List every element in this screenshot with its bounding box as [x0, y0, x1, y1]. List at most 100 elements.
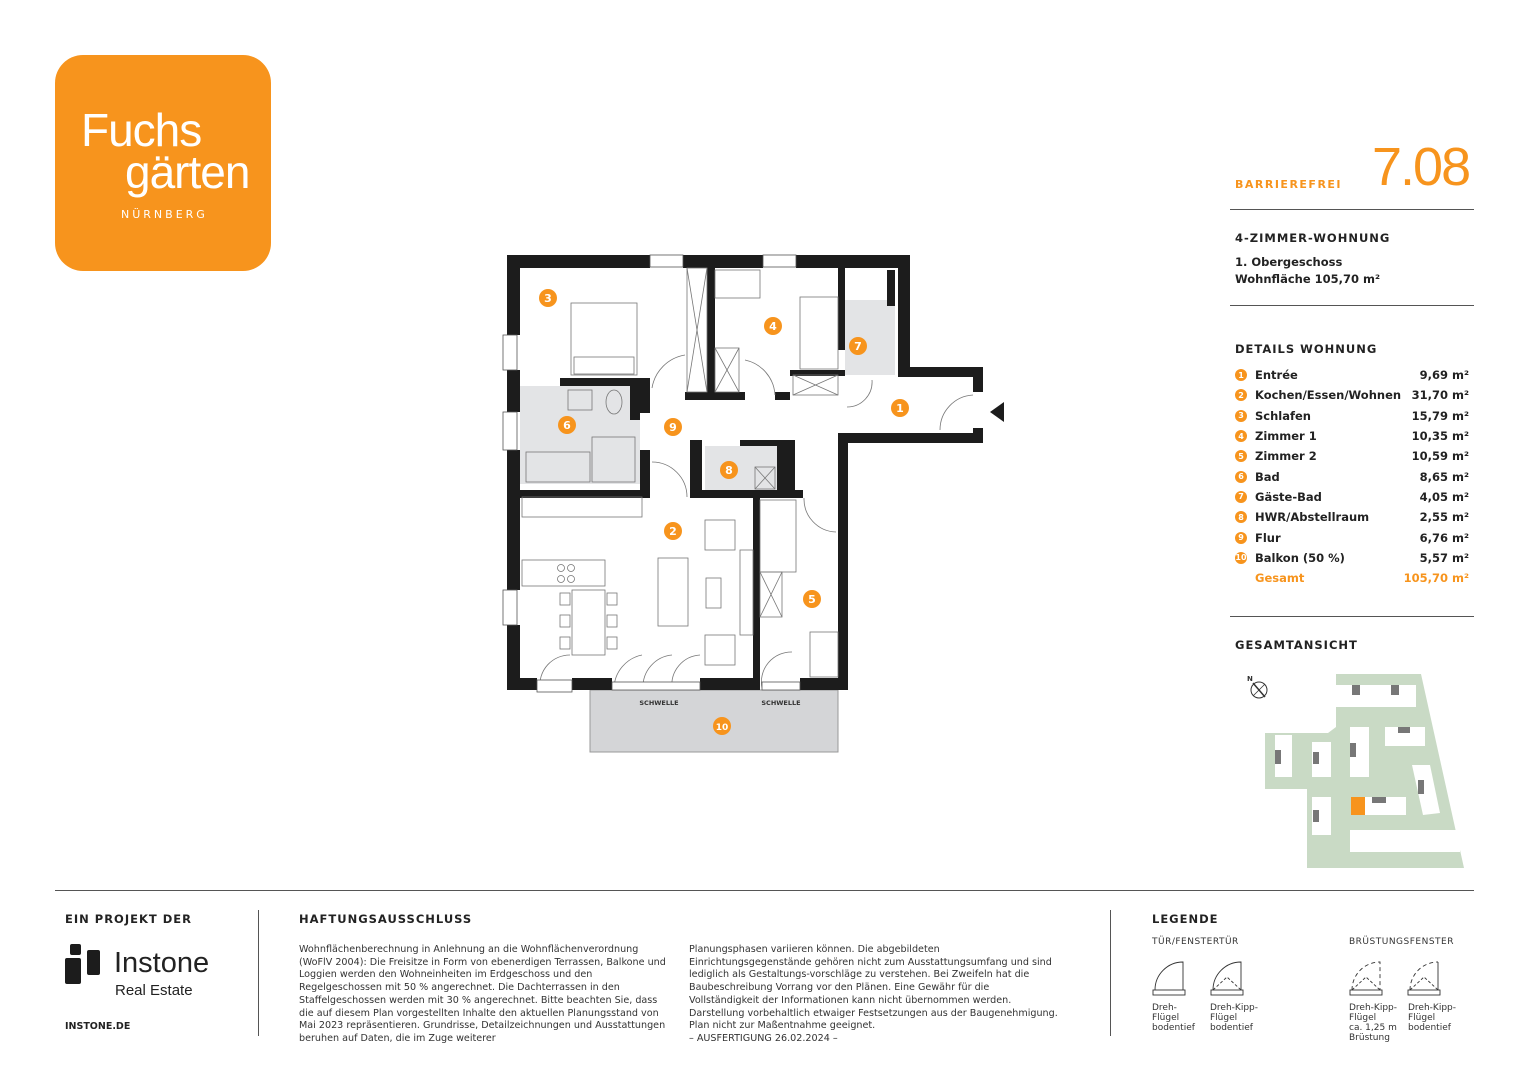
- room-list: 1 Entrée 9,69 m² 2 Kochen/Essen/Wohnen 3…: [1235, 365, 1469, 588]
- walls: [507, 255, 983, 690]
- room-row: 1 Entrée 9,69 m²: [1235, 365, 1469, 385]
- legend-line: bodentief: [1408, 1023, 1451, 1033]
- room-name: Bad: [1255, 469, 1280, 484]
- room-row: 5 Zimmer 2 10,59 m²: [1235, 446, 1469, 466]
- room-area: 8,65 m²: [1419, 469, 1469, 484]
- floor-label: 1. Obergeschoss: [1235, 255, 1343, 269]
- room-marker-number: 3: [544, 292, 552, 305]
- room-marker: 10: [713, 717, 731, 735]
- floor-plan: SCHWELLE SCHWELLE 1 2 3 4 5 6 7 8 9 10: [502, 254, 1004, 753]
- room-marker-number: 10: [716, 723, 729, 733]
- turn-tilt-door-icon: [1210, 961, 1244, 996]
- room-row: 9 Flur 6,76 m²: [1235, 527, 1469, 547]
- furniture: [521, 267, 974, 689]
- issue-date: – AUSFERTIGUNG 26.02.2024 –: [689, 1032, 838, 1044]
- divider: [1230, 305, 1474, 306]
- overview-title: GESAMTANSICHT: [1235, 638, 1358, 652]
- entrance-arrow-icon: [990, 402, 1004, 422]
- room-number-badge: 3: [1235, 409, 1247, 422]
- turn-door-icon: [1152, 961, 1186, 996]
- legend-line: Dreh-Kipp-: [1349, 1003, 1397, 1013]
- divider: [1230, 209, 1474, 210]
- room-area: 31,70 m²: [1411, 388, 1469, 403]
- website-link[interactable]: INSTONE.DE: [65, 1021, 131, 1032]
- disclaimer-col1: Wohnflächenberechnung in Anlehnung an di…: [299, 944, 666, 1044]
- legend-line: bodentief: [1210, 1023, 1253, 1033]
- disclaimer-col2: Planungsphasen variieren können. Die abg…: [689, 944, 1061, 1046]
- room-marker: 2: [664, 522, 682, 540]
- room-area: 5,57 m²: [1419, 550, 1469, 565]
- room-number-badge: 6: [1235, 470, 1247, 483]
- unit-highlight: [1351, 797, 1365, 815]
- room-marker-number: 7: [854, 340, 862, 353]
- company-sub: Real Estate: [115, 982, 193, 999]
- room-number-badge: 8: [1235, 511, 1247, 524]
- legend-item-label: Dreh-Kipp- Flügel ca. 1,25 m Brüstung: [1349, 1003, 1397, 1043]
- total-label: Gesamt: [1255, 571, 1305, 586]
- company-name: Instone: [114, 947, 210, 979]
- room-row: 10 Balkon (50 %) 5,57 m²: [1235, 548, 1469, 568]
- room-area: 10,35 m²: [1411, 429, 1469, 444]
- legend-line: Brüstung: [1349, 1033, 1390, 1043]
- room-marker: 1: [891, 399, 909, 417]
- legend-line: Dreh-Kipp-: [1210, 1003, 1258, 1013]
- room-marker-number: 6: [563, 419, 571, 432]
- room-area: 6,76 m²: [1419, 530, 1469, 545]
- total-row: Gesamt 105,70 m²: [1235, 568, 1469, 588]
- legend-line: Dreh-Kipp-: [1408, 1003, 1456, 1013]
- room-area: 2,55 m²: [1419, 510, 1469, 525]
- legend-line: Flügel: [1210, 1013, 1238, 1023]
- room-marker: 3: [539, 289, 557, 307]
- logo-line1: Fuchs: [81, 104, 202, 156]
- stair-cores: [1275, 685, 1424, 822]
- logo-city: NÜRNBERG: [121, 208, 208, 221]
- legend-symbols: [1152, 961, 1441, 996]
- room-row: 4 Zimmer 1 10,35 m²: [1235, 426, 1469, 446]
- room-number-badge: 7: [1235, 490, 1247, 503]
- legend-line: Flügel: [1152, 1013, 1180, 1023]
- threshold-label: SCHWELLE: [761, 699, 800, 707]
- legend-item-label: Dreh-Kipp- Flügel bodentief: [1210, 1003, 1258, 1033]
- room-name: Kochen/Essen/Wohnen: [1255, 388, 1402, 403]
- project-label: EIN PROJEKT DER: [65, 912, 192, 926]
- legend-group-windows: BRÜSTUNGSFENSTER: [1349, 937, 1454, 947]
- room-marker-number: 2: [669, 525, 677, 538]
- legend-line: Dreh-: [1152, 1003, 1177, 1013]
- legend-line: Flügel: [1349, 1013, 1377, 1023]
- room-row: 8 HWR/Abstellraum 2,55 m²: [1235, 507, 1469, 527]
- room-marker: 8: [720, 461, 738, 479]
- room-name: Zimmer 1: [1255, 429, 1317, 444]
- room-name: Zimmer 2: [1255, 449, 1317, 464]
- divider: [258, 910, 259, 1036]
- legend-line: bodentief: [1152, 1023, 1195, 1033]
- room-number-markers: 1 2 3 4 5 6 7 8 9 10: [539, 289, 909, 735]
- room-marker-number: 9: [669, 421, 677, 434]
- room-marker: 4: [764, 317, 782, 335]
- compass-icon: N: [1247, 675, 1268, 699]
- room-name: Flur: [1255, 530, 1281, 545]
- room-row: 3 Schlafen 15,79 m²: [1235, 406, 1469, 426]
- thresholds: [502, 254, 801, 693]
- threshold-label: SCHWELLE: [639, 699, 678, 707]
- logo-line2: gärten: [125, 146, 250, 198]
- room-area: 15,79 m²: [1411, 408, 1469, 423]
- room-row: 7 Gäste-Bad 4,05 m²: [1235, 487, 1469, 507]
- living-area: Wohnfläche 105,70 m²: [1235, 272, 1381, 286]
- room-number-badge: 2: [1235, 389, 1247, 402]
- balcony: [589, 689, 839, 753]
- legend-group-doors: TÜR/FENSTERTÜR: [1152, 937, 1239, 947]
- legend-title: LEGENDE: [1152, 912, 1219, 926]
- room-number-badge: 9: [1235, 531, 1247, 544]
- room-name: Entrée: [1255, 368, 1298, 383]
- room-number-badge: 5: [1235, 450, 1247, 463]
- legend-item-label: Dreh-Kipp- Flügel bodentief: [1408, 1003, 1456, 1033]
- unit-number: 7.08: [1372, 137, 1471, 197]
- legend-line: ca. 1,25 m: [1349, 1023, 1397, 1033]
- divider: [1230, 616, 1474, 617]
- room-name: Schlafen: [1255, 408, 1311, 423]
- accessibility-tag: BARRIEREFREI: [1235, 178, 1343, 191]
- room-area: 10,59 m²: [1411, 449, 1469, 464]
- room-marker-number: 8: [725, 464, 733, 477]
- legend-line: Flügel: [1408, 1013, 1436, 1023]
- room-number-badge: 10: [1235, 551, 1247, 564]
